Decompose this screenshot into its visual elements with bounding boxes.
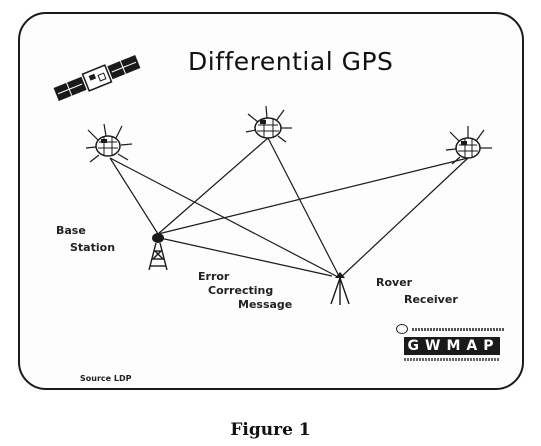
satellite-icon bbox=[445, 126, 492, 165]
rover-receiver-label-line: Rover bbox=[376, 276, 413, 289]
correction-line bbox=[159, 237, 333, 277]
rover-receiver-label-line: Receiver bbox=[404, 293, 458, 306]
logo-tagline-decoration bbox=[412, 328, 504, 331]
logo-circle-icon bbox=[396, 324, 408, 334]
logo-subtitle-decoration bbox=[404, 358, 500, 361]
error-message-label: Error Correcting Message bbox=[196, 270, 292, 312]
satellite-icon bbox=[53, 55, 141, 101]
source-credit: Source LDP bbox=[80, 374, 132, 383]
signal-line bbox=[339, 157, 469, 279]
base-station-tower-icon bbox=[148, 233, 168, 271]
base-station-label-line: Station bbox=[70, 241, 116, 254]
base-station-label-line: Base bbox=[56, 224, 86, 237]
error-message-label-line: Message bbox=[238, 298, 293, 311]
gwmap-logo: GWMAP bbox=[392, 324, 512, 368]
rover-receiver-label: Rover Receiver bbox=[376, 276, 458, 307]
signal-line bbox=[157, 157, 469, 235]
error-message-label-line: Error bbox=[198, 270, 230, 283]
figure-caption: Figure 1 bbox=[230, 420, 311, 440]
error-message-label-line: Correcting bbox=[208, 284, 274, 297]
logo-wordmark: GWMAP bbox=[404, 337, 500, 355]
satellite-icon bbox=[85, 123, 133, 163]
diagram-title: Differential GPS bbox=[188, 47, 394, 76]
signal-line bbox=[157, 137, 269, 235]
signal-line bbox=[109, 157, 159, 235]
signal-lines bbox=[109, 137, 469, 279]
base-station-label: Base Station bbox=[56, 224, 115, 255]
signal-line bbox=[267, 137, 341, 279]
satellite-icon bbox=[245, 105, 292, 143]
rover-receiver-icon bbox=[330, 272, 350, 305]
